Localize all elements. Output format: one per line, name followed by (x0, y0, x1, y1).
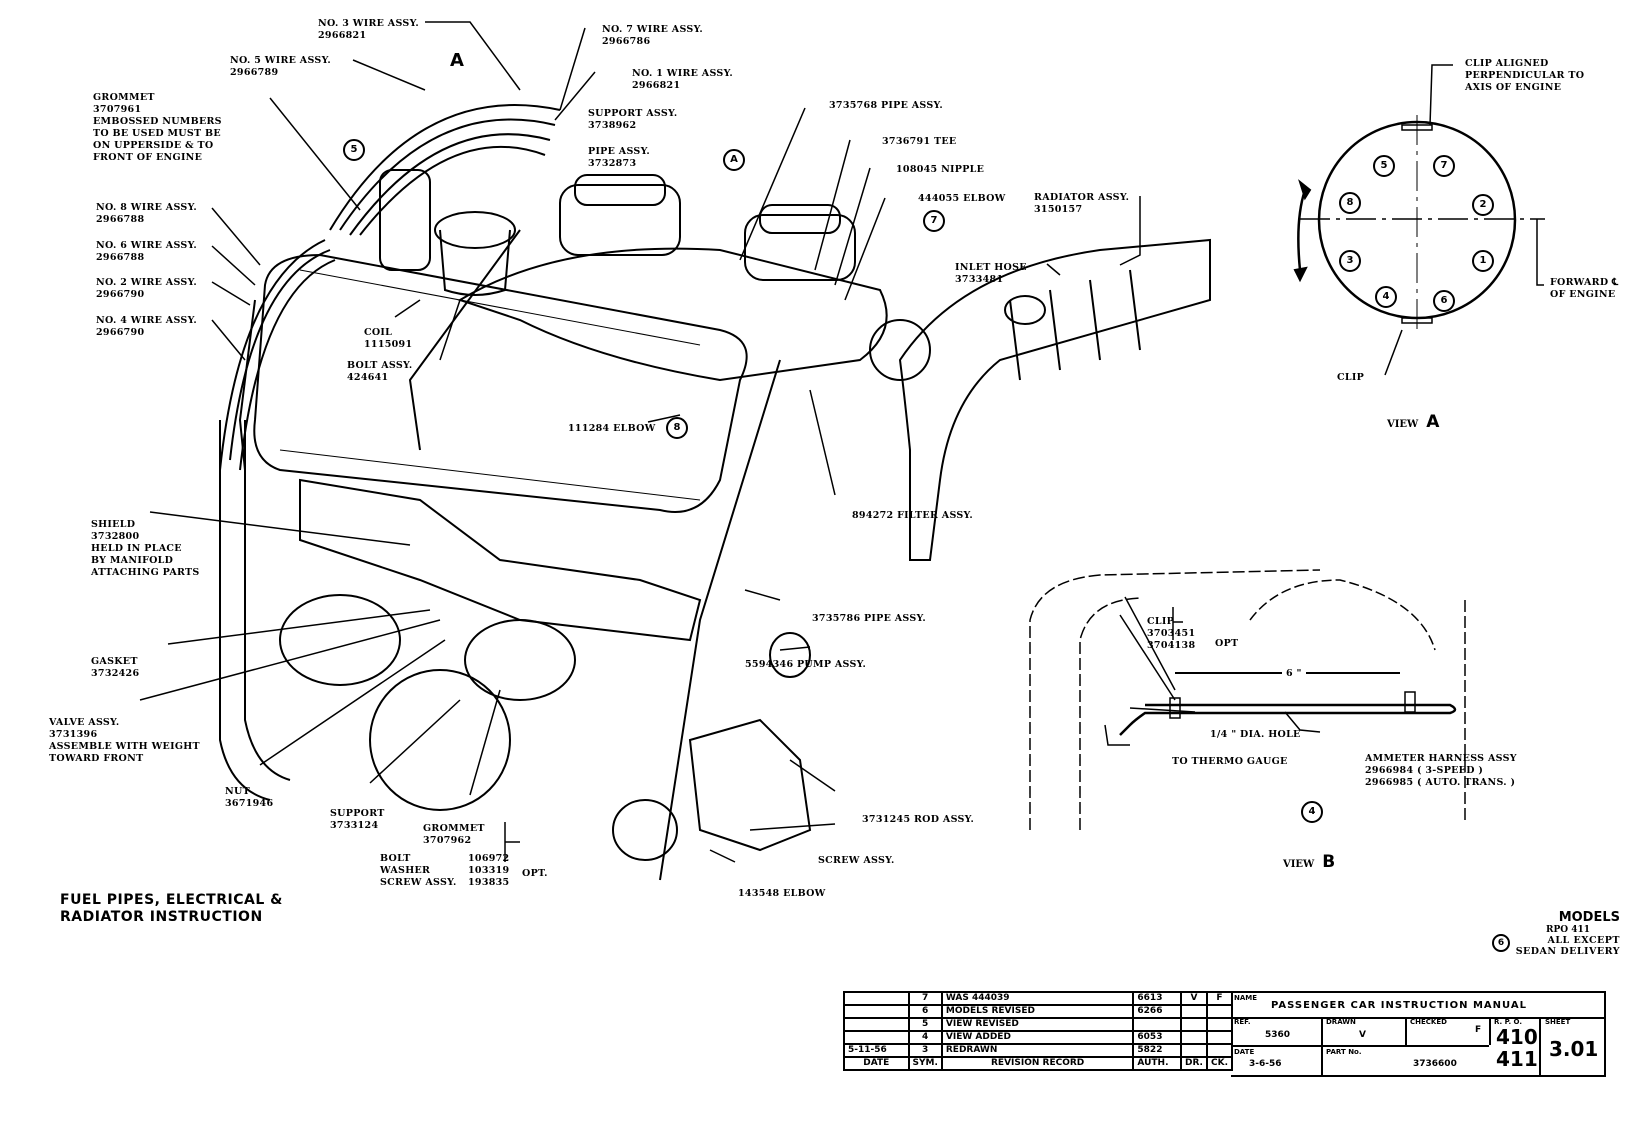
ref-circle-5: 5 (343, 139, 365, 161)
ref-number: 5360 (1265, 1030, 1291, 1040)
starter-motor (279, 594, 401, 686)
callout-opt-tag: OPT. (522, 868, 548, 879)
callout-tee: 3736791 TEE (882, 136, 957, 147)
view-b-model-ref: 4 (1301, 801, 1323, 823)
fuel-pump (688, 718, 812, 852)
rpo-411: 411 (1496, 1047, 1538, 1071)
ref-circle-8: 8 (666, 417, 688, 439)
view-b-outline (1029, 569, 1321, 830)
callout-no8-wire: NO. 8 WIRE ASSY.2966788 (96, 202, 198, 225)
view-b-ammeter: AMMETER HARNESS ASSY 2966984 ( 3-SPEED )… (1365, 753, 1517, 788)
view-a-forward-note: FORWARD ℄ OF ENGINE (1550, 277, 1619, 300)
callout-pipe-assy-top: PIPE ASSY.3732873 (588, 146, 651, 169)
callout-no6-wire: NO. 6 WIRE ASSY.2966788 (96, 240, 198, 263)
checked-by: F (1475, 1025, 1482, 1035)
callout-opt-group-names: BOLT WASHER SCREW ASSY. (380, 853, 457, 888)
cylinder-1: 1 (1472, 250, 1494, 272)
fuel-pipe-left (408, 229, 521, 451)
cylinder-6: 6 (1433, 290, 1455, 312)
callout-radiator: RADIATOR ASSY.3150157 (1034, 192, 1130, 215)
radiator (898, 238, 1211, 561)
callout-rod: 3731245 ROD ASSY. (862, 814, 975, 825)
manual-name: PASSENGER CAR INSTRUCTION MANUAL (1271, 1000, 1527, 1011)
callout-pipe-3735786: 3735786 PIPE ASSY. (812, 613, 927, 624)
callout-shield: SHIELD 3732800 HELD IN PLACE BY MANIFOLD… (91, 519, 200, 578)
callout-no5-wire: NO. 5 WIRE ASSY.2966789 (230, 55, 332, 78)
models-ref-circle: 6 (1492, 934, 1510, 952)
ref-circle-7: 7 (923, 210, 945, 232)
rpo-410: 410 (1496, 1025, 1538, 1049)
callout-no3-wire: NO. 3 WIRE ASSY.2966821 (318, 18, 420, 41)
cylinder-2: 2 (1472, 194, 1494, 216)
drawing-title: FUEL PIPES, ELECTRICAL & RADIATOR INSTRU… (60, 892, 283, 925)
ammeter-harness (1119, 703, 1457, 736)
coil-body (379, 169, 431, 271)
distributor (434, 211, 516, 249)
callout-opt-group-parts: 106972 103319 193835 (468, 853, 510, 888)
part-number: 3736600 (1413, 1059, 1457, 1069)
cylinder-4: 4 (1375, 286, 1397, 308)
view-b-hole: 1/4 " DIA. HOLE (1210, 729, 1301, 740)
callout-nipple: 108045 NIPPLE (896, 164, 985, 175)
title-block: NAME PASSENGER CAR INSTRUCTION MANUAL RE… (1231, 991, 1606, 1077)
view-b-opt: OPT (1215, 638, 1239, 649)
callout-pipe-3735768: 3735768 PIPE ASSY. (829, 100, 944, 111)
sheet-number: 3.01 (1549, 1037, 1599, 1061)
callout-support-assy: SUPPORT ASSY.3738962 (588, 108, 678, 131)
rotation-arrow (1297, 189, 1307, 271)
exhaust-manifold (299, 478, 702, 642)
callout-no7-wire: NO. 7 WIRE ASSY.2966786 (602, 24, 704, 47)
callout-no2-wire: NO. 2 WIRE ASSY.2966790 (96, 277, 198, 300)
cylinder-7: 7 (1433, 155, 1455, 177)
view-b-clip: CLIP 3703451 3704138 (1147, 616, 1196, 651)
cylinder-5: 5 (1373, 155, 1395, 177)
callout-no4-wire: NO. 4 WIRE ASSY.2966790 (96, 315, 198, 338)
cylinder-3: 3 (1339, 250, 1361, 272)
callout-grommet-top: GROMMET 3707961 EMBOSSED NUMBERS TO BE U… (93, 92, 222, 163)
carburetor-front (559, 184, 681, 256)
callout-pump: 5594346 PUMP ASSY. (745, 659, 867, 670)
view-a-clip-aligned-note: CLIP ALIGNED PERPENDICULAR TO AXIS OF EN… (1465, 58, 1585, 93)
view-a-clip-label: CLIP (1337, 372, 1365, 383)
callout-elbow-111284: 111284 ELBOW (568, 423, 656, 434)
drawn-by: V (1359, 1030, 1366, 1040)
fuel-pipe (659, 359, 781, 881)
cylinder-8: 8 (1339, 192, 1361, 214)
callout-filter: 894272 FILTER ASSY. (852, 510, 974, 521)
drawing-date: 3-6-56 (1249, 1059, 1282, 1069)
view-b-thermo: TO THERMO GAUGE (1172, 756, 1288, 767)
models-note: MODELS RPO 411 ALL EXCEPT SEDAN DELIVERY (1515, 910, 1620, 957)
view-a-marker: A (450, 50, 464, 71)
view-b-dimension: 6 " (1282, 668, 1306, 680)
ref-circle-a1: A (723, 149, 745, 171)
callout-valve: VALVE ASSY. 3731396 ASSEMBLE WITH WEIGHT… (49, 717, 200, 764)
intake-manifold (457, 247, 888, 382)
callout-screw: SCREW ASSY. (818, 855, 895, 866)
callout-elbow-444055: 444055 ELBOW (918, 193, 1006, 204)
callout-no1-wire: NO. 1 WIRE ASSY.2966821 (632, 68, 734, 91)
valve-cover-left (253, 253, 748, 513)
callout-bolt-assy: BOLT ASSY.424641 (347, 360, 413, 383)
callout-elbow-143548: 143548 ELBOW (738, 888, 826, 899)
